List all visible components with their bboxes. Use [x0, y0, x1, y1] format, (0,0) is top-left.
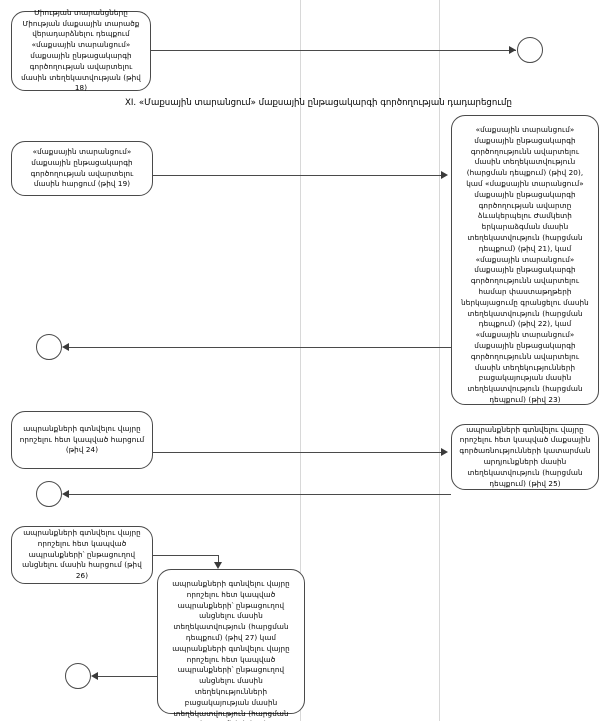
node-request-24-label: ապրանքների գտնվելու վայրը որոշելու հետ կ… [19, 423, 145, 455]
arrowhead-info-25 [441, 448, 448, 456]
line-request19-to-info [153, 175, 441, 176]
connector-circle-mid-left[interactable] [36, 334, 62, 360]
line-top-left-to-circle [151, 50, 516, 51]
line-request24-to-info25 [153, 452, 441, 453]
node-request-19-label: «մաքսային տարանցում» մաքսային ընթացակարգ… [30, 146, 134, 189]
page-divider-right [439, 0, 440, 721]
arrowhead-info-20-23 [441, 171, 448, 179]
line-request26-down [218, 555, 219, 567]
line-info25-to-circle-lower [69, 494, 451, 495]
node-info-25[interactable]: ապրանքների գտնվելու վայրը որոշելու հետ կ… [451, 424, 599, 490]
connector-circle-top-right[interactable] [517, 37, 543, 63]
node-info-27-28[interactable]: ապրանքների գտնվելու վայրը որոշելու հետ կ… [157, 569, 305, 721]
node-info-20-23[interactable]: «մաքսային տարանցում» մաքսային ընթացակարգ… [451, 115, 599, 405]
page-divider-left [300, 0, 301, 721]
section-heading: XI. «Մաքսային տարանցում» մաքսային ընթացա… [125, 98, 512, 108]
line-info-to-circle-mid [69, 347, 451, 348]
node-top-left-box[interactable]: Միության տարանցները Միության մաքսային տա… [11, 7, 151, 93]
node-top-left-box-label: Միության տարանցները Միության մաքսային տա… [21, 7, 141, 93]
node-info-27-28-label: ապրանքների գտնվելու վայրը որոշելու հետ կ… [172, 579, 290, 721]
node-request-26[interactable]: ապրանքների գտնվելու վայրը որոշելու հետ կ… [11, 526, 153, 584]
connector-circle-lower-left[interactable] [36, 481, 62, 507]
node-info-25-label: ապրանքների գտնվելու վայրը որոշելու հետ կ… [459, 424, 591, 488]
node-request-26-label: ապրանքների գտնվելու վայրը որոշելու հետ կ… [22, 528, 142, 581]
node-request-24[interactable]: ապրանքների գտնվելու վայրը որոշելու հետ կ… [11, 411, 153, 469]
arrowhead-circle-mid-left [62, 343, 69, 351]
line-info2728-to-circle-bottom [98, 676, 157, 677]
line-request26-right [153, 555, 218, 556]
arrowhead-info-27-28 [214, 562, 222, 569]
node-info-20-23-label: «մաքսային տարանցում» մաքսային ընթացակարգ… [461, 125, 589, 404]
arrowhead-circle-bottom-left [91, 672, 98, 680]
arrowhead-circle-lower-left [62, 490, 69, 498]
connector-circle-bottom-left[interactable] [65, 663, 91, 689]
node-request-19[interactable]: «մաքսային տարանցում» մաքսային ընթացակարգ… [11, 141, 153, 196]
arrowhead-top-right [509, 46, 516, 54]
